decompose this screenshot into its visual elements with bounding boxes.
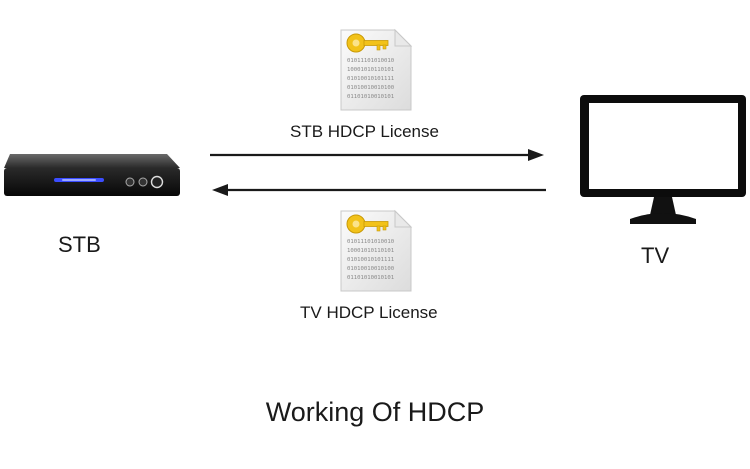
key-icon: [346, 214, 389, 234]
binary-line: 01010010101111: [347, 76, 394, 82]
binary-line: 01010010101111: [347, 257, 394, 263]
binary-line: 01011101010010: [347, 239, 394, 245]
arrow-left-icon: [212, 184, 546, 196]
set-top-box-icon: [4, 154, 180, 196]
tv-license-label: TV HDCP License: [300, 303, 438, 322]
diagram-caption: Working Of HDCP: [265, 397, 485, 427]
binary-line: 10001010110101: [347, 67, 394, 73]
key-icon: [346, 33, 389, 53]
binary-line: 01010010010100: [347, 266, 394, 272]
binary-line: 01011101010010: [347, 58, 394, 64]
arrow-right-icon: [210, 149, 544, 161]
stb-label: STB: [58, 232, 101, 257]
binary-line: 10001010110101: [347, 248, 394, 254]
binary-line: 01101010010101: [347, 94, 394, 100]
binary-line: 01010010010100: [347, 85, 394, 91]
tv-label: TV: [641, 243, 670, 268]
license-key-document-icon: 01011101010010 10001010110101 0101001010…: [340, 28, 413, 111]
tv-monitor-icon: [580, 95, 746, 224]
stb-license-label: STB HDCP License: [290, 122, 439, 141]
binary-line: 01101010010101: [347, 275, 394, 281]
license-key-document-icon: 01011101010010 10001010110101 0101001010…: [340, 209, 413, 292]
